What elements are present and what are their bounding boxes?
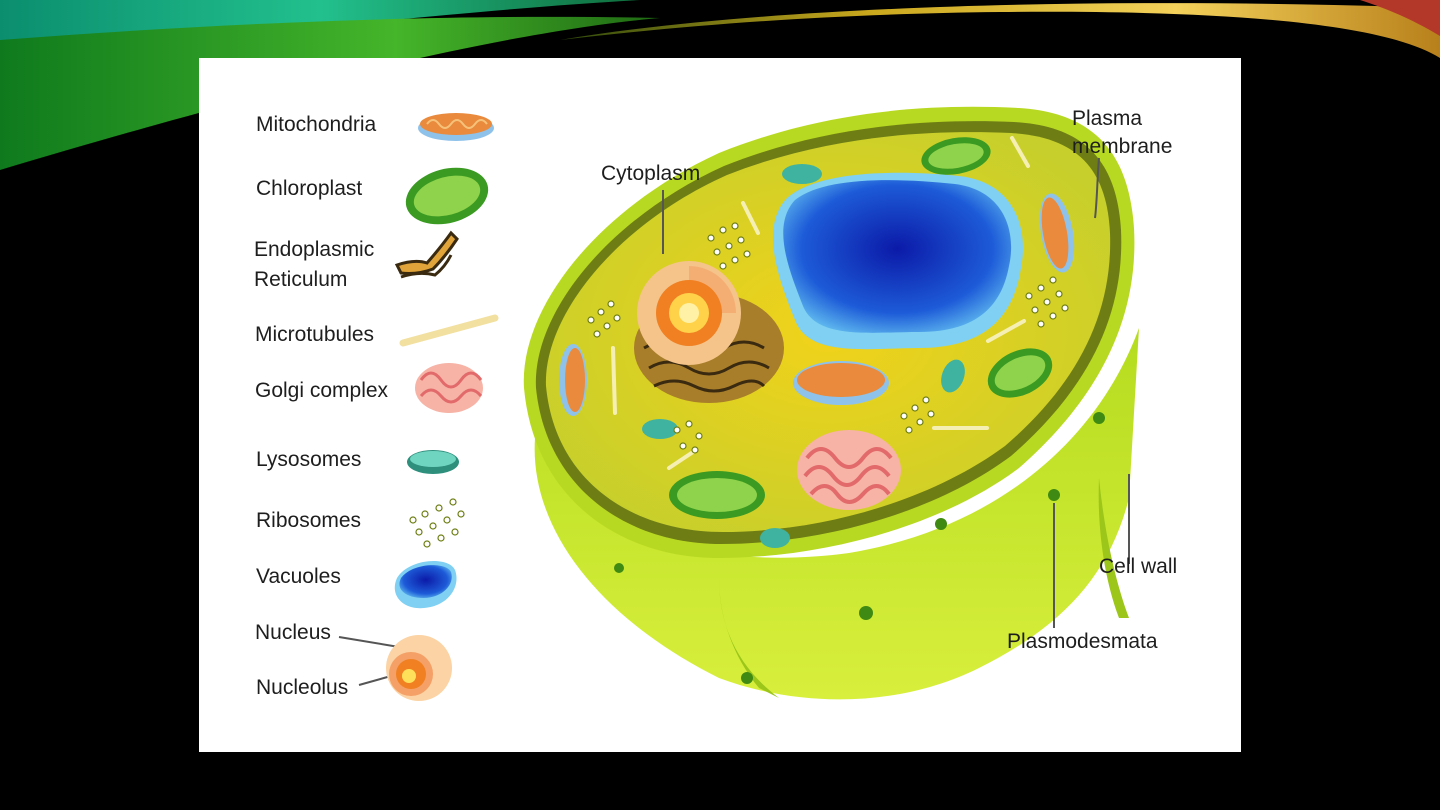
nucleolus-icon (402, 669, 416, 683)
legend-label-golgi-complex: Golgi complex (255, 379, 389, 402)
ribosomes-icon (409, 498, 465, 548)
golgi-complex-organelle (797, 430, 901, 510)
lysosome-organelles (642, 164, 965, 548)
mitochondria-organelles (559, 193, 1075, 416)
golgi-complex-icon (415, 363, 483, 413)
legend-label-mitochondria: Mitochondria (256, 113, 377, 136)
callout-cell-wall: Cell wall (1099, 555, 1178, 578)
legend-label-microtubules: Microtubules (255, 323, 375, 346)
legend-label-endoplasmic-reticulum: Endoplasmic Reticulum (254, 238, 375, 291)
microtubule-organelles (611, 136, 1030, 470)
callout-leader-lines (338, 157, 1130, 686)
cell-wall-side (534, 328, 1139, 700)
plant-cell-diagram: Mitochondria Chloroplast Endoplasmic Ret… (199, 58, 1241, 752)
chloroplast-icon (405, 167, 489, 225)
lysosome-icon (407, 450, 459, 474)
callout-plasma-membrane: Plasma membrane (1072, 107, 1173, 158)
cell-wall-fold (1098, 478, 1129, 618)
callout-cytoplasm: Cytoplasm (601, 162, 701, 185)
legend-label-chloroplast: Chloroplast (256, 177, 363, 200)
vacuole-inner (783, 180, 1012, 333)
endoplasmic-reticulum-icon (394, 230, 459, 279)
vacuole-icon (394, 560, 457, 609)
legend-label-lysosomes: Lysosomes (256, 448, 362, 471)
red-swoosh (1360, 0, 1440, 36)
gold-swoosh (560, 3, 1440, 58)
mitochondria-icon (418, 113, 494, 141)
plasmodesmata-dots (614, 412, 1105, 684)
teal-swoosh (0, 0, 640, 62)
ribosome-organelles (587, 222, 1069, 454)
green-swoosh (0, 16, 660, 171)
plant-cell-illustration (338, 106, 1139, 701)
legend-label-vacuoles: Vacuoles (256, 565, 341, 588)
legend-label-nucleolus: Nucleolus (256, 676, 349, 699)
microtubule-icon (399, 314, 499, 347)
callout-plasmodesmata: Plasmodesmata (1007, 630, 1158, 653)
legend-label-ribosomes: Ribosomes (256, 509, 362, 532)
legend-label-nucleus: Nucleus (255, 621, 331, 644)
chloroplast-organelles (669, 137, 1053, 519)
nucleus-with-er (634, 261, 784, 403)
nucleus-icon (386, 635, 452, 701)
